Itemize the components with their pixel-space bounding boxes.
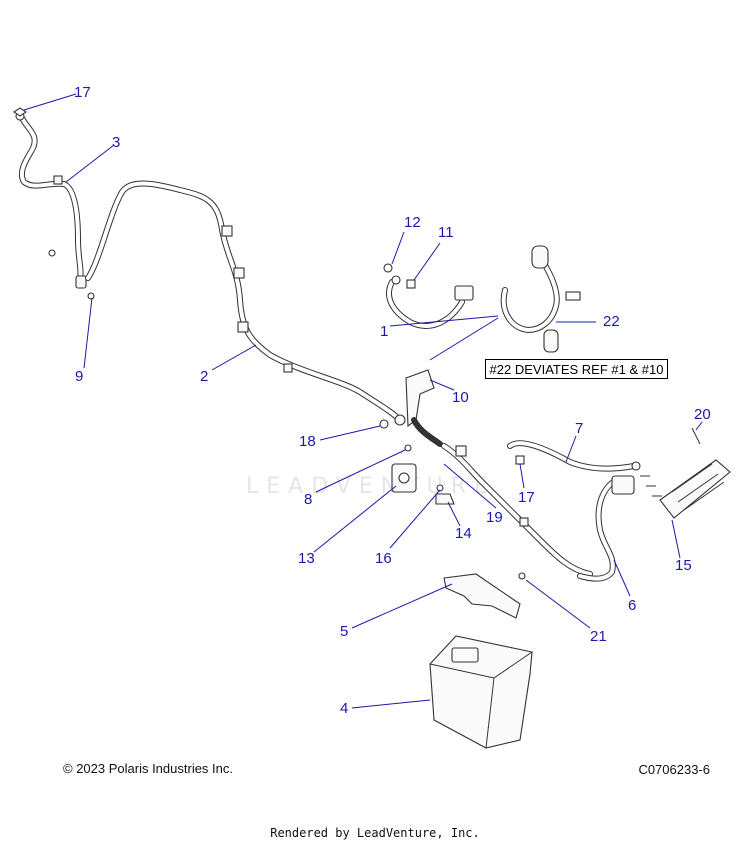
part-21-bolt [518, 572, 526, 580]
callout-18: 18 [299, 433, 316, 450]
part-12-nut [383, 263, 393, 273]
callout-12: 12 [404, 214, 421, 231]
leader-lines [23, 93, 703, 709]
callout-17-mid: 17 [518, 489, 535, 506]
part-18-nut [379, 419, 389, 429]
part-17-bolt-mid [515, 455, 525, 465]
part-4-battery [429, 635, 533, 749]
callout-9: 9 [75, 368, 83, 385]
callout-11: 11 [438, 224, 454, 241]
callout-2: 2 [200, 368, 208, 385]
callout-20: 20 [694, 406, 711, 423]
part-14-bracket [435, 493, 455, 505]
fuse-pins [640, 475, 662, 497]
part-7-cable [507, 440, 641, 472]
callout-10: 10 [452, 389, 469, 406]
deviation-note: #22 DEVIATES REF #1 & #10 [485, 359, 668, 379]
part-1-harness [386, 275, 474, 329]
part-22-harness [500, 245, 581, 353]
part-10-boot [405, 369, 443, 447]
callout-4: 4 [340, 700, 348, 717]
callout-8: 8 [304, 491, 312, 508]
part-6-cable [577, 475, 635, 582]
callout-15: 15 [675, 557, 692, 574]
part-8-bolt [404, 444, 412, 452]
callout-13: 13 [298, 550, 315, 567]
callout-19: 19 [486, 509, 503, 526]
part-16-screw [436, 484, 444, 492]
copyright: © 2023 Polaris Industries Inc. [63, 761, 233, 776]
rendered-by: Rendered by LeadVenture, Inc. [270, 826, 480, 840]
part-9-clip [87, 292, 95, 300]
callout-17-top: 17 [74, 84, 91, 101]
callout-5: 5 [340, 623, 348, 640]
part-15-fuse-block [659, 459, 731, 519]
callout-7: 7 [575, 420, 583, 437]
part-2-long-cable [85, 180, 406, 426]
callout-3: 3 [112, 134, 120, 151]
callout-22: 22 [603, 313, 620, 330]
part-20-pin [691, 427, 701, 445]
small-nut [48, 249, 56, 257]
part-13-solenoid [391, 463, 417, 493]
callout-16: 16 [375, 550, 392, 567]
callout-6: 6 [628, 597, 636, 614]
part-17-bolt-top [13, 107, 27, 117]
part-3-cable [15, 111, 87, 289]
part-11-clip [406, 279, 416, 289]
part-5-battery-bracket [443, 573, 521, 619]
callout-14: 14 [455, 525, 472, 542]
callout-21: 21 [590, 628, 607, 645]
part-19-cable [441, 443, 593, 577]
callout-1: 1 [380, 323, 388, 340]
drawing-code: C0706233-6 [638, 762, 710, 777]
